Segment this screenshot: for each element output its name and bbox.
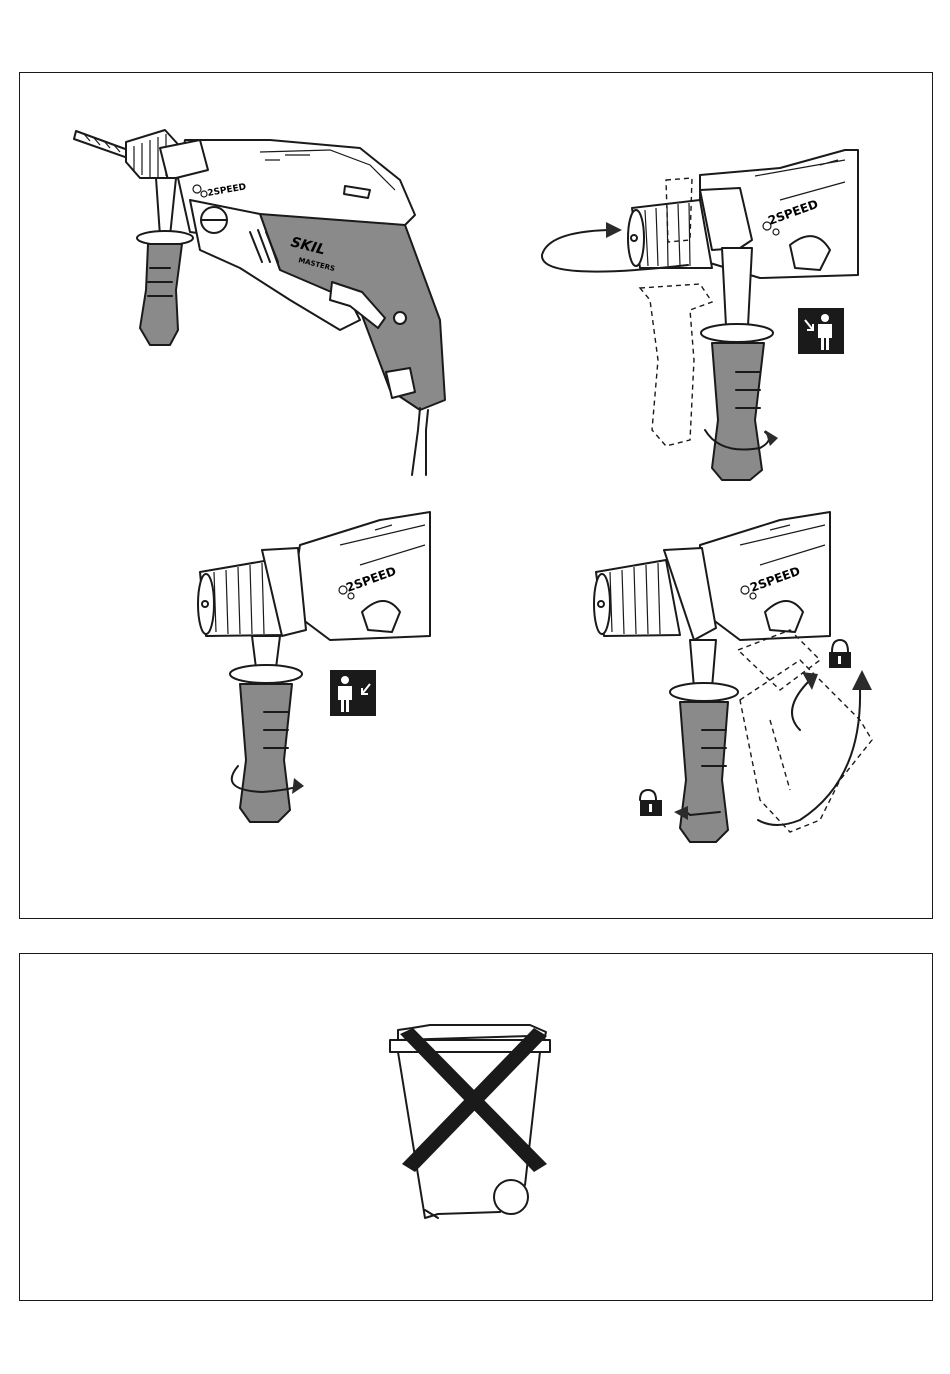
crossed-out-wheelie-bin-icon (0, 0, 950, 1374)
